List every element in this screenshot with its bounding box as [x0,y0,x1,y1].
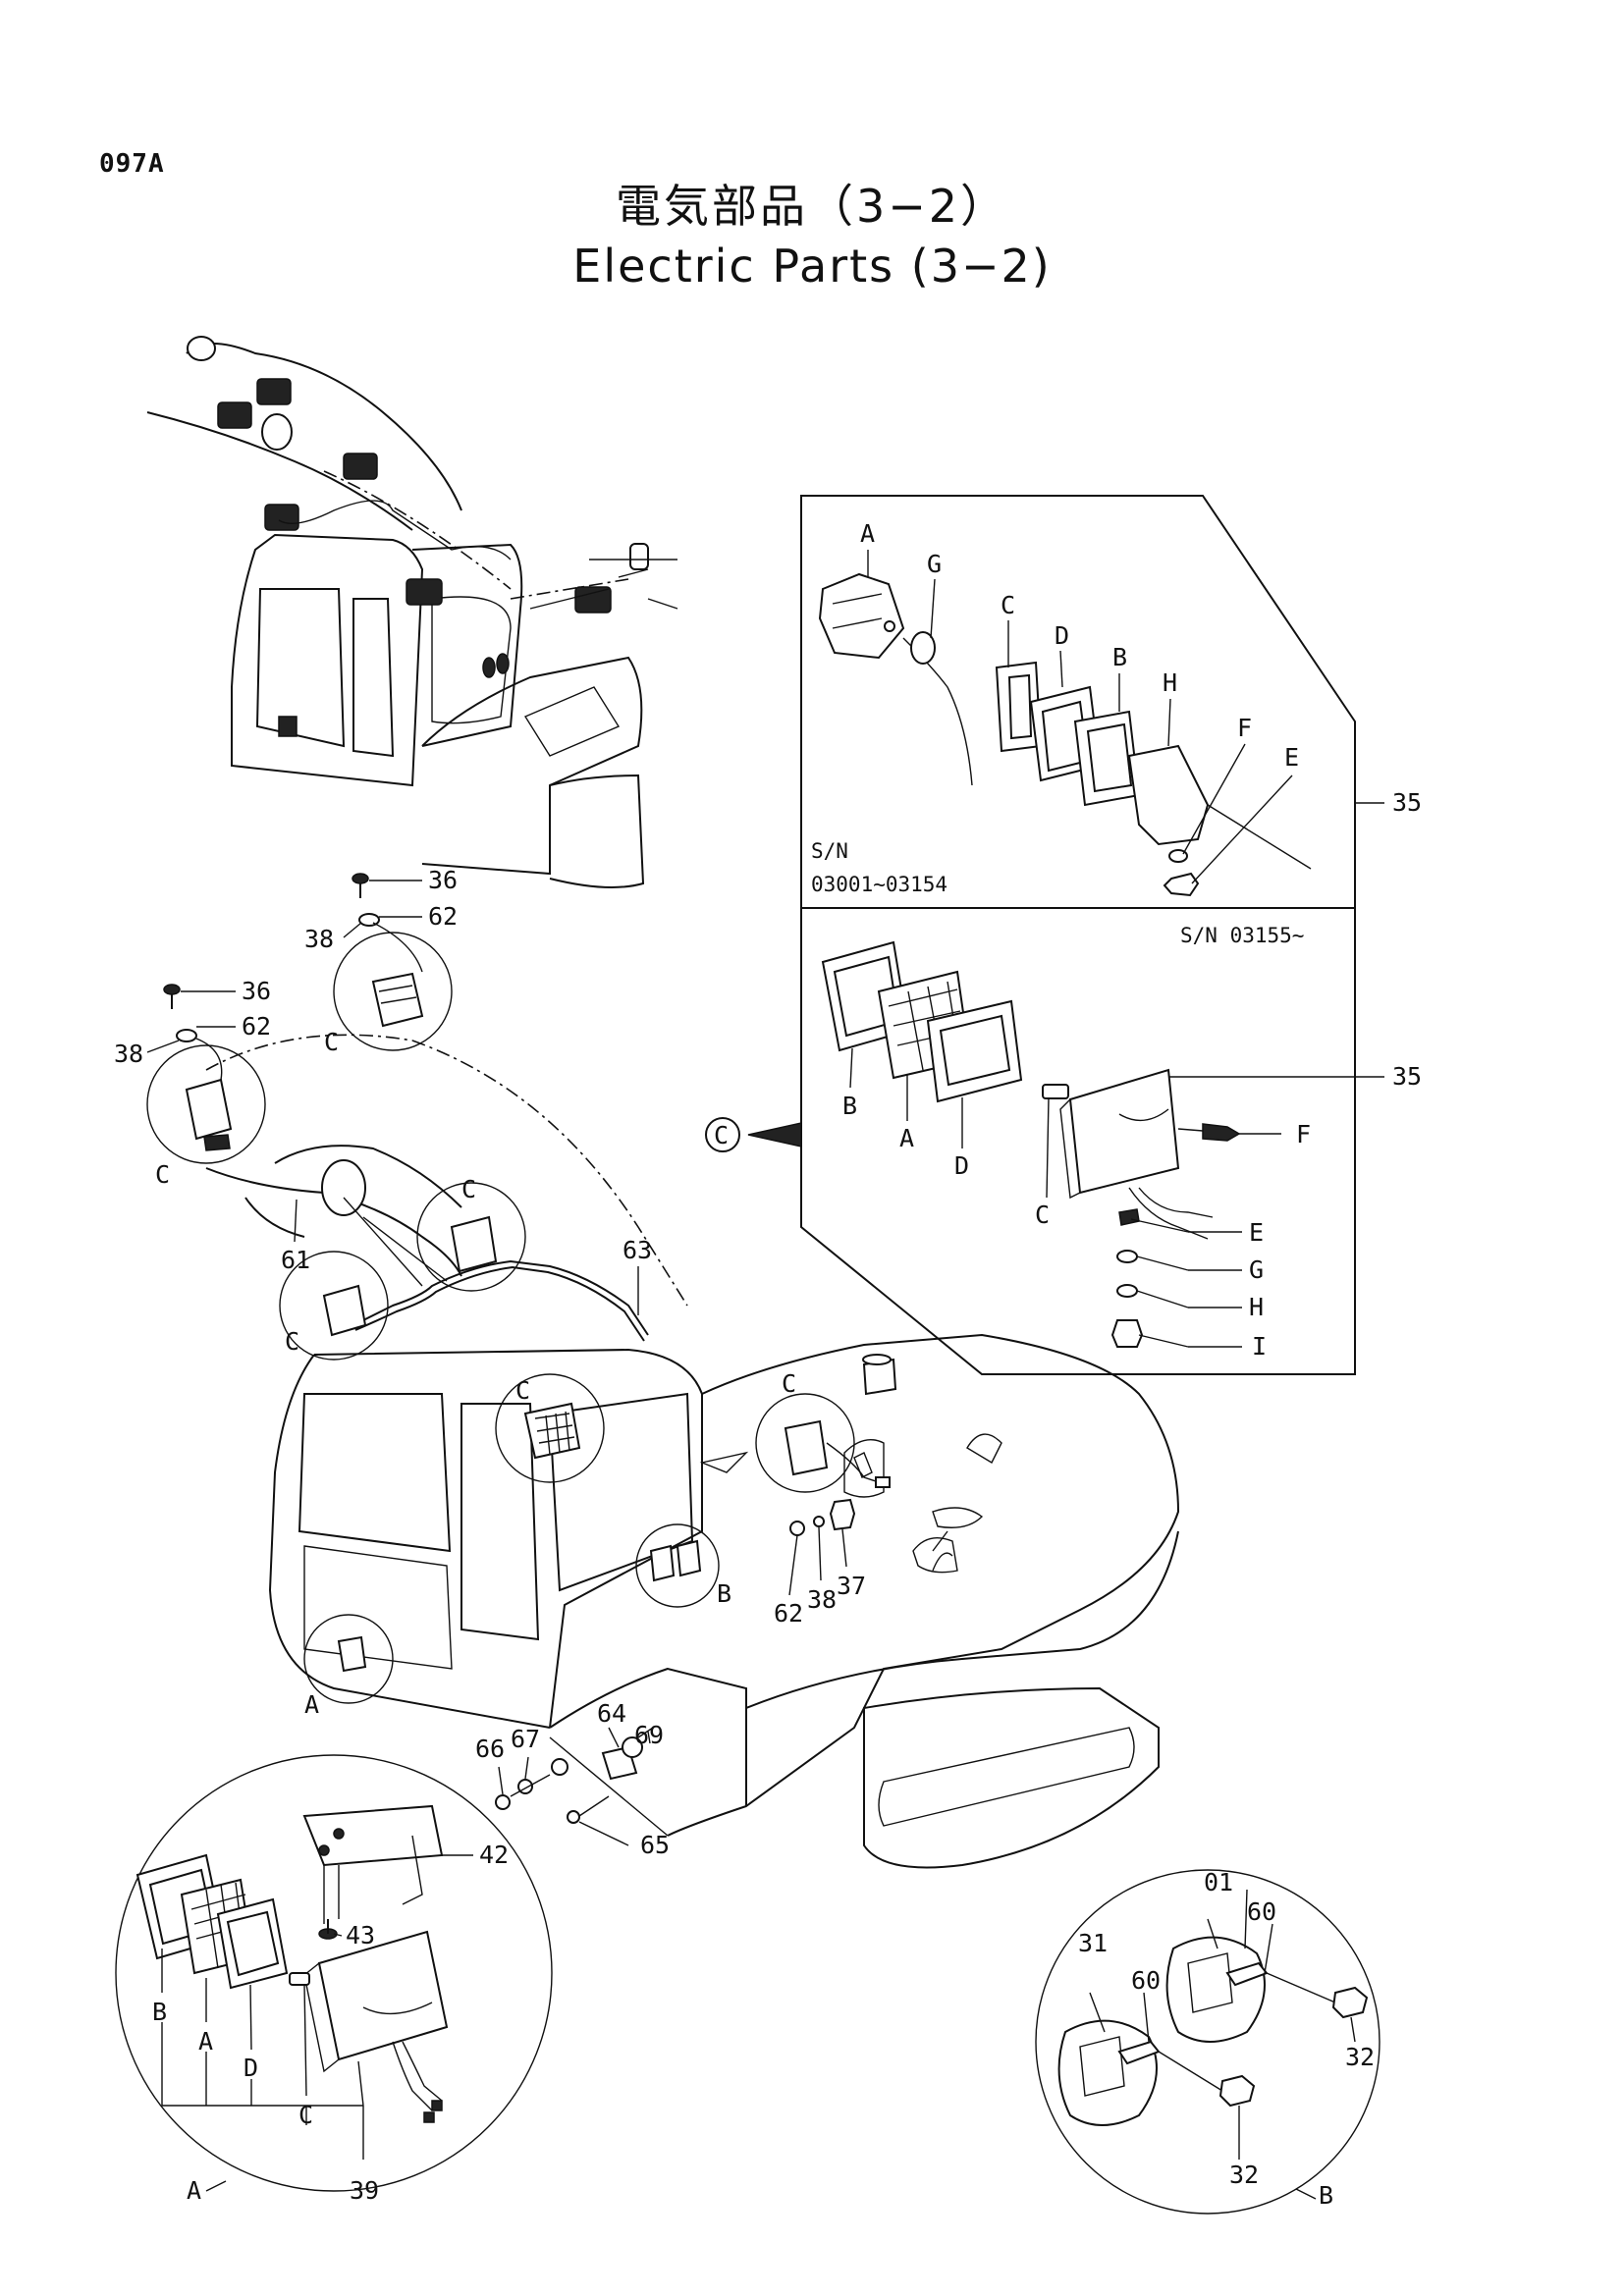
part-number-66: 66 [475,1735,505,1763]
detail-a-letter-a: A [198,2027,213,2056]
part-number-37: 37 [837,1572,866,1600]
inset-lower: S/N 03155~ B A D C F E G [705,908,1422,1375]
inset-lower-letter-a: A [899,1124,914,1152]
callout-c-5: C [515,1376,530,1405]
part-number-43: 43 [346,1921,375,1949]
callout-c-4: C [285,1327,299,1356]
part-number-67: 67 [511,1725,540,1753]
overview-machine [146,336,678,888]
part-number-31: 31 [1078,1929,1108,1957]
detail-a-letter-c: C [298,2101,313,2129]
callout-c-3: C [461,1175,476,1203]
callout-c-1: C [324,1028,339,1056]
inset-lower-letter-i: I [1252,1332,1267,1361]
detail-a: 42 43 B A D C 39 A [115,1754,553,2205]
inset-upper-letter-f: F [1237,714,1252,742]
inset-lower-letter-f: F [1296,1120,1311,1148]
part-number-60-lower: 60 [1131,1966,1161,1995]
callout-a: A [304,1690,319,1719]
inset-lower-letter-e: E [1249,1218,1264,1247]
title-english: Electric Parts (3−2) [572,240,1052,293]
part-number-38-body: 38 [807,1585,837,1614]
callout-b: B [717,1579,731,1608]
part-number-38-lower: 38 [114,1040,143,1068]
inset-lower-letter-h: H [1249,1293,1264,1321]
inset-upper-sn-label: S/N [811,839,848,863]
inset-upper-letter-a: A [860,519,875,548]
part-number-69: 69 [634,1721,664,1749]
part-number-60-upper: 60 [1247,1897,1276,1926]
part-number-01: 01 [1204,1868,1233,1896]
part-number-61: 61 [281,1246,310,1274]
main-callouts: 36 62 38 36 62 38 61 63 62 38 37 66 67 6… [114,866,866,1859]
part-number-39: 39 [350,2176,379,2205]
part-number-36-lower: 36 [242,977,271,1005]
part-number-62-lower: 62 [242,1012,271,1041]
part-number-63: 63 [623,1236,652,1264]
part-number-62-upper: 62 [428,902,458,931]
part-number-62-body: 62 [774,1599,803,1628]
detail-a-letter-b: B [152,1998,167,2026]
inset-upper-sn-range: 03001~03154 [811,873,947,896]
detail-b: 01 60 31 60 32 32 B [1035,1868,1380,2215]
inset-upper-letter-g: G [927,550,942,578]
part-number-38-upper: 38 [304,925,334,953]
callout-c-6: C [782,1369,796,1398]
main-machine [146,873,1180,1869]
title-japanese: 電気部品（3−2） [615,180,1009,233]
title-block: 電気部品（3−2） Electric Parts (3−2) [0,177,1624,296]
inset-lower-callout: C [714,1121,729,1149]
page-code: 097A [99,149,165,179]
inset-lower-letter-g: G [1249,1255,1264,1284]
inset-lower-letter-d: D [954,1151,969,1180]
part-number-64: 64 [597,1699,626,1728]
inset-upper-letter-h: H [1163,668,1177,697]
inset-upper-letter-e: E [1284,743,1299,772]
inset-upper-letter-d: D [1055,621,1069,650]
inset-lower-letter-c: C [1035,1201,1050,1229]
detail-a-label: A [187,2176,201,2205]
detail-a-letter-d: D [244,2054,258,2082]
callout-c-2: C [155,1160,170,1189]
part-number-36-upper: 36 [428,866,458,894]
inset-upper-ref: 35 [1392,788,1422,817]
detail-b-label: B [1319,2181,1333,2210]
inset-lower-sn: S/N 03155~ [1180,924,1304,947]
inset-upper: 35 A G C D B H F E S/N 03001~ [800,495,1422,909]
inset-upper-letter-c: C [1001,591,1015,619]
part-number-42: 42 [479,1841,509,1869]
inset-lower-letter-b: B [842,1092,857,1120]
inset-lower-ref: 35 [1392,1062,1422,1091]
part-number-32-bottom: 32 [1229,2161,1259,2189]
inset-upper-letter-b: B [1112,643,1127,671]
part-number-65: 65 [640,1831,670,1859]
part-number-32-right: 32 [1345,2043,1375,2071]
